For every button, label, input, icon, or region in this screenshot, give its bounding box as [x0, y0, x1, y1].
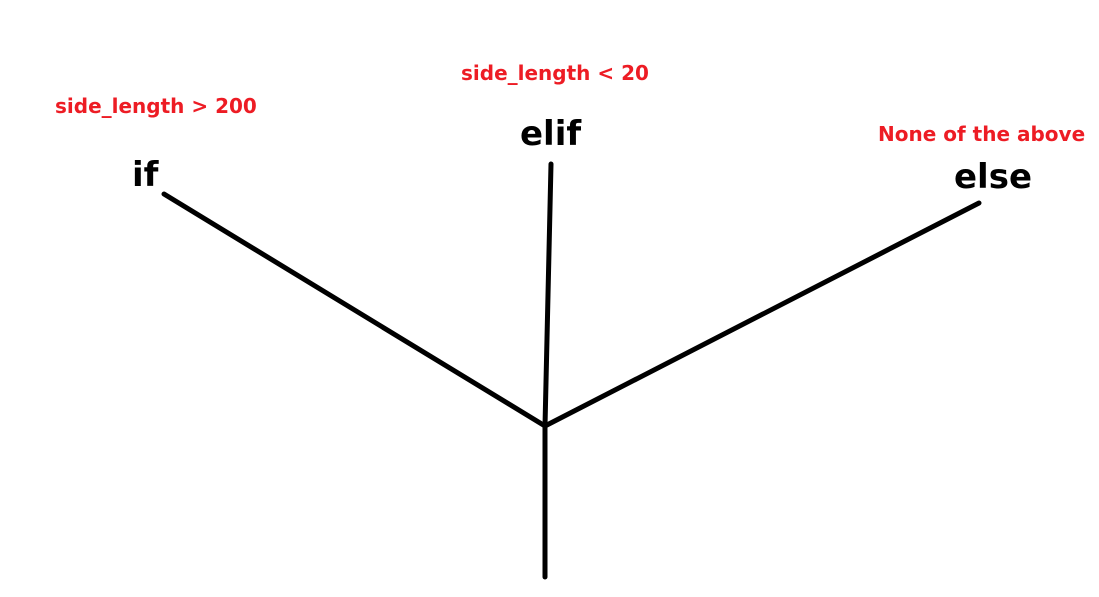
else-condition-label: None of the above [878, 122, 1086, 146]
elif-keyword-label: elif [520, 114, 582, 154]
if-keyword-label: if [132, 155, 159, 195]
if-condition-label: side_length > 200 [55, 94, 257, 118]
else-keyword-label: else [954, 157, 1033, 197]
else-branch-line [542, 200, 982, 429]
if-branch-line [161, 191, 548, 429]
elif-branch-line [542, 161, 554, 429]
elif-condition-label: side_length < 20 [461, 61, 649, 85]
